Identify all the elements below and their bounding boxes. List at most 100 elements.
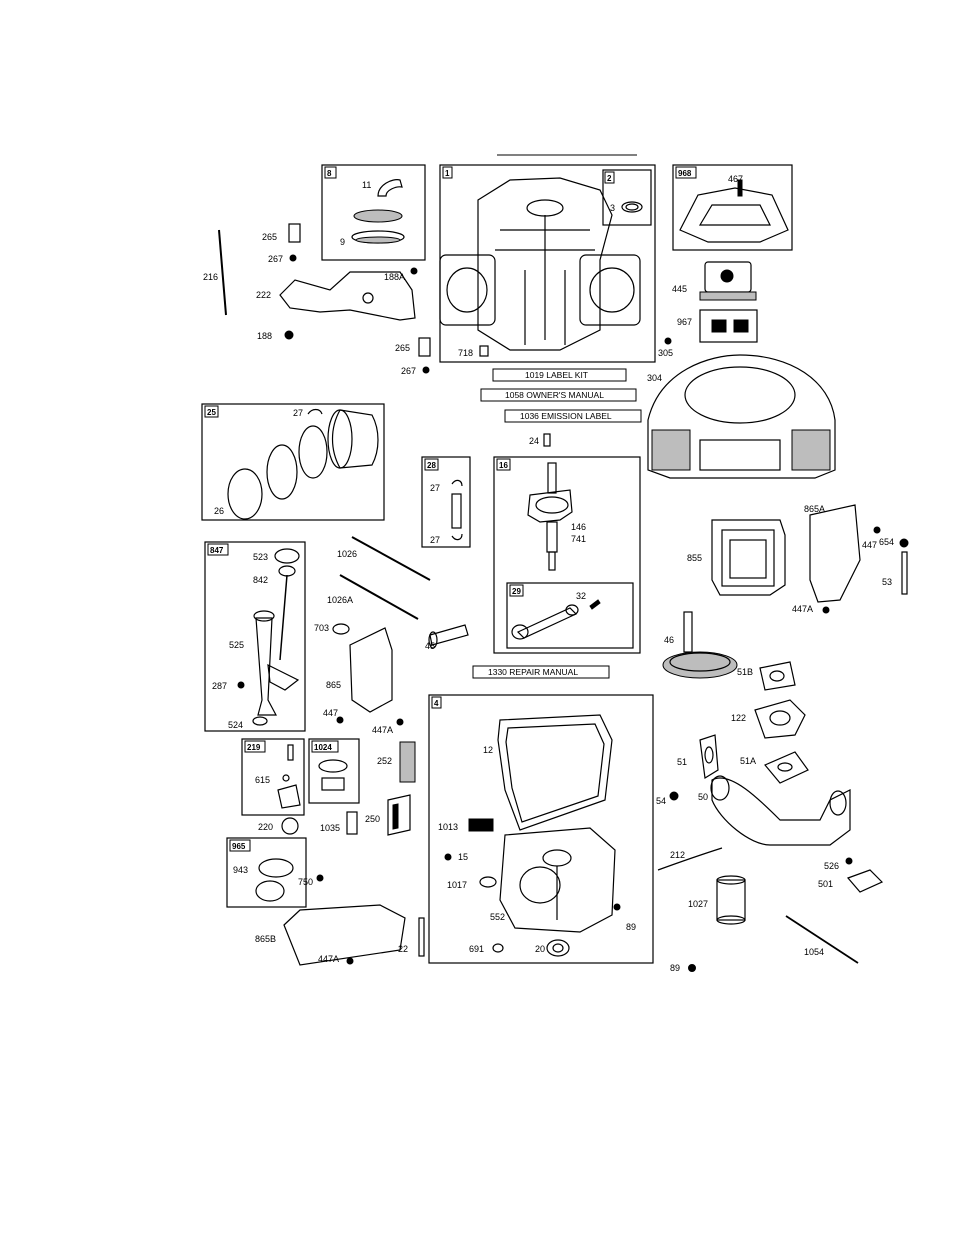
part-1054-shape	[785, 915, 859, 964]
box-25-tag: 25	[207, 408, 216, 417]
part-220-shape	[281, 817, 299, 835]
part-20-shape	[546, 939, 570, 957]
part-703-shape	[332, 623, 350, 635]
part-654-shape	[899, 538, 909, 548]
box-847-tag: 847	[210, 546, 224, 555]
label-287: 287	[212, 681, 227, 691]
part-445-shape	[699, 261, 757, 301]
part-188-shape	[284, 330, 294, 340]
box-28: 28	[421, 456, 471, 548]
label-188A: 188A	[384, 272, 405, 282]
part-54-shape	[669, 791, 679, 801]
part-447Aa-shape	[822, 606, 830, 614]
part-27b-clip	[451, 479, 463, 487]
label-54: 54	[656, 796, 666, 806]
part-1013-shape	[468, 818, 494, 832]
label-20: 20	[535, 944, 545, 954]
label-146: 146	[571, 522, 586, 532]
label-552: 552	[490, 912, 505, 922]
label-447Ac: 447A	[318, 954, 339, 964]
box-219: 219	[241, 738, 305, 816]
label-525: 525	[229, 640, 244, 650]
part-250-shape	[387, 794, 411, 836]
box-968: 968	[672, 164, 793, 251]
label-216: 216	[203, 272, 218, 282]
label-53: 53	[882, 577, 892, 587]
box-25: 25	[201, 403, 385, 521]
part-89a-shape	[613, 903, 621, 911]
label-89b: 89	[670, 963, 680, 973]
part-222-shape	[279, 271, 416, 321]
box-4: 4	[428, 694, 654, 964]
part-11-shape	[377, 179, 403, 197]
label-122: 122	[731, 713, 746, 723]
part-1017-shape	[479, 876, 497, 888]
part-32-shape	[589, 599, 601, 610]
label-32: 32	[576, 591, 586, 601]
label-15: 15	[458, 852, 468, 862]
part-46-shape	[662, 611, 738, 679]
box-2-tag: 2	[607, 174, 612, 183]
label-523: 523	[253, 552, 268, 562]
part-crankshaft-shape	[527, 462, 573, 571]
part-1026-shape	[351, 536, 431, 581]
part-304-shape	[647, 354, 836, 479]
label-967: 967	[677, 317, 692, 327]
label-26: 26	[214, 506, 224, 516]
box-16-tag: 16	[499, 461, 508, 470]
box-29-tag: 29	[512, 587, 521, 596]
part-523-shape	[274, 548, 300, 564]
label-304: 304	[647, 373, 662, 383]
part-connecting-rod	[511, 604, 579, 640]
box-968-tag: 968	[678, 169, 692, 178]
label-445: 445	[672, 284, 687, 294]
label-89a: 89	[626, 922, 636, 932]
label-865: 865	[326, 680, 341, 690]
box-847: 847	[204, 541, 306, 732]
label-50: 50	[698, 792, 708, 802]
label-51B: 51B	[737, 667, 753, 677]
emission-label-bar: 1036 EMISSION LABEL	[504, 409, 642, 423]
part-855-shape	[711, 519, 786, 596]
part-piston-shape	[331, 409, 379, 469]
crankcase-shape	[499, 827, 616, 933]
label-1054: 1054	[804, 947, 824, 957]
label-45: 45	[425, 641, 435, 651]
label-252: 252	[377, 756, 392, 766]
engine-block-shape	[439, 177, 641, 351]
label-265b: 265	[395, 343, 410, 353]
label-212: 212	[670, 850, 685, 860]
owners-manual-text: 1058 OWNER'S MANUAL	[505, 390, 604, 400]
box-219-tag: 219	[247, 743, 261, 752]
part-ring-2	[266, 444, 298, 500]
label-654: 654	[879, 537, 894, 547]
box-1024: 1024	[308, 738, 360, 804]
label-kit-text: 1019 LABEL KIT	[525, 370, 588, 380]
box-28-tag: 28	[427, 461, 436, 470]
part-524-shape	[252, 716, 268, 726]
part-24-shape	[543, 433, 551, 447]
label-865B: 865B	[255, 934, 276, 944]
part-265b-shape	[418, 337, 431, 357]
label-467: 467	[728, 174, 743, 184]
part-447b-shape	[336, 716, 344, 724]
label-691: 691	[469, 944, 484, 954]
label-27a: 27	[293, 408, 303, 418]
part-50-shape	[710, 775, 851, 846]
box-8-tag: 8	[327, 169, 332, 178]
part-51A-shape	[764, 751, 809, 784]
part-615-shape	[277, 784, 301, 809]
label-188: 188	[257, 331, 272, 341]
label-222: 222	[256, 290, 271, 300]
part-122-shape	[754, 699, 806, 739]
label-kit-bar: 1019 LABEL KIT	[492, 368, 627, 382]
label-265a: 265	[262, 232, 277, 242]
label-1017: 1017	[447, 880, 467, 890]
part-22-shape	[418, 917, 425, 957]
label-526: 526	[824, 861, 839, 871]
part-525-shape	[255, 617, 277, 716]
part-27-clip	[307, 408, 323, 415]
part-cover-top	[353, 209, 403, 223]
label-447Aa: 447A	[792, 604, 813, 614]
